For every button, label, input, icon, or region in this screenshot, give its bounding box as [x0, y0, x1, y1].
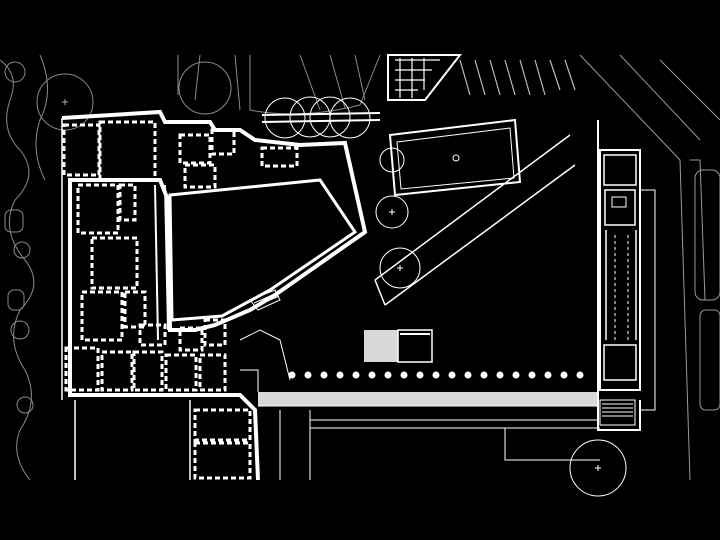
room: [80, 290, 124, 342]
column-dot: [496, 371, 504, 379]
south-wing-room: [193, 408, 252, 442]
column-dot: [288, 371, 296, 379]
room: [64, 346, 100, 392]
south-wing-room: [193, 441, 252, 480]
column-dot: [352, 371, 360, 379]
column-dot: [544, 371, 552, 379]
main-building-complex: [61, 109, 368, 481]
paving-strip: [258, 392, 598, 406]
room: [210, 128, 236, 156]
room: [198, 353, 227, 392]
room: [118, 183, 137, 222]
room: [100, 350, 134, 392]
room: [76, 183, 120, 235]
building-outline: [61, 109, 368, 481]
east-context: [579, 54, 720, 481]
room: [203, 318, 227, 347]
tree-icon: [569, 439, 627, 497]
tree-row-circles: [261, 96, 381, 139]
tree-icon: [375, 195, 409, 229]
column-dot: [528, 371, 536, 379]
lawn-trees: [62, 99, 627, 497]
column-dot: [416, 371, 424, 379]
column-dot: [320, 371, 328, 379]
room: [123, 290, 147, 329]
column-dot: [464, 371, 472, 379]
reflecting-pool: [388, 118, 522, 197]
room: [178, 326, 204, 352]
column-dot: [576, 371, 584, 379]
room: [178, 133, 212, 165]
room: [132, 350, 164, 392]
room: [164, 353, 198, 392]
room: [98, 120, 157, 182]
room: [138, 323, 167, 347]
column-dot: [384, 371, 392, 379]
room: [260, 146, 299, 168]
room: [90, 236, 139, 290]
northeast-building-hatch: [387, 54, 576, 101]
colonnade-row: [288, 371, 584, 379]
column-dot: [512, 371, 520, 379]
corridor: [154, 184, 169, 341]
column-dot: [400, 371, 408, 379]
column-dot: [480, 371, 488, 379]
column-dot: [560, 371, 568, 379]
courtyard-edge: [168, 178, 358, 322]
column-dot: [336, 371, 344, 379]
room: [62, 123, 101, 177]
tree-icon: [379, 247, 421, 289]
square-pavilion: [364, 329, 433, 363]
east-building: [597, 120, 656, 431]
tree-icon: [379, 147, 405, 173]
column-dot: [432, 371, 440, 379]
column-dot: [304, 371, 312, 379]
column-dot: [448, 371, 456, 379]
room: [183, 163, 217, 189]
column-dot: [368, 371, 376, 379]
diagonal-path: [374, 134, 576, 306]
